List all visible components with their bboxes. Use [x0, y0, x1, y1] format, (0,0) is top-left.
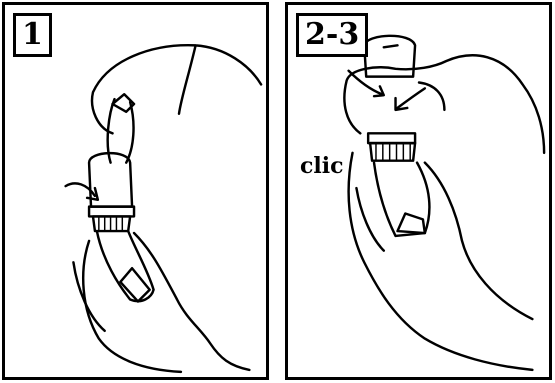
inhaler-ring	[366, 132, 417, 145]
step-1-illustration	[64, 44, 263, 374]
thumbnail	[111, 93, 136, 114]
step-2-3-panel: 2-3 clic	[285, 2, 552, 380]
lower-hand	[82, 231, 251, 374]
rotate-arrow-right	[396, 87, 427, 110]
inhaler-mouthpiece	[119, 267, 151, 303]
step-1-panel: 1	[2, 2, 269, 380]
lower-hand	[347, 151, 534, 372]
step-number-badge: 2-3	[296, 13, 369, 57]
upper-hand	[343, 54, 546, 155]
rotate-arrow-left	[347, 69, 384, 96]
upper-hand	[90, 44, 263, 135]
inhaler-ring	[87, 205, 136, 218]
rotate-arrow	[64, 182, 97, 198]
grip-lines	[375, 143, 411, 161]
click-sound-label: clic	[300, 153, 344, 179]
inhaler-body	[372, 161, 431, 238]
grip-lines	[98, 216, 124, 231]
inhaler-mouthpiece	[396, 212, 427, 235]
inhaler-cap	[87, 151, 134, 208]
inhaler-grip	[368, 141, 417, 162]
inhaler-body	[95, 229, 155, 303]
step-2-3-illustration	[343, 34, 546, 372]
step-number-badge: 1	[13, 13, 52, 57]
